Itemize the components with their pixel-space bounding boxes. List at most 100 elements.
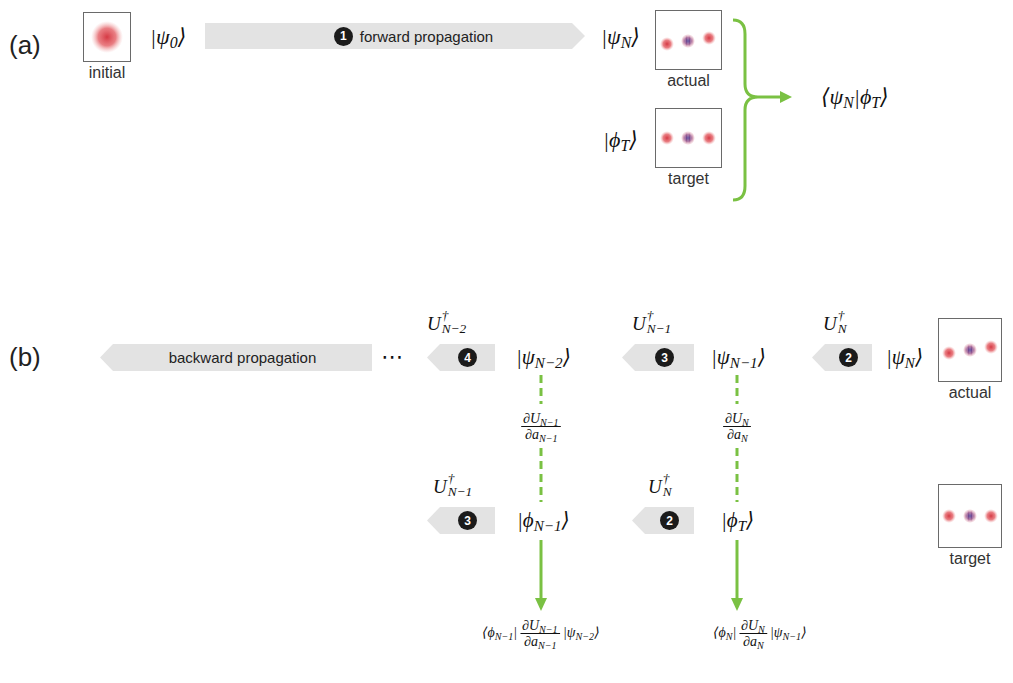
band-text: backward propagation xyxy=(169,349,317,366)
arrow-band-fill xyxy=(100,344,372,371)
formula-part: ∂UN xyxy=(741,618,765,634)
band-content: 1 forward propagation xyxy=(205,23,585,49)
subscript: N−1 xyxy=(540,417,559,428)
subscript: N−2 xyxy=(535,355,563,371)
band-content: 3 xyxy=(622,344,694,371)
green-bracket xyxy=(733,20,758,200)
band-content: 3 xyxy=(427,507,495,534)
script-stack: †N xyxy=(838,309,847,336)
subscript: T xyxy=(738,518,746,534)
wavepacket-actual-b xyxy=(942,340,998,360)
subscript: N−1 xyxy=(448,485,473,498)
step-number: 1 xyxy=(334,27,353,46)
panel-caption: target xyxy=(950,550,991,568)
script-stack: †N−1 xyxy=(448,472,473,499)
arrow-band: backward propagation xyxy=(100,344,372,371)
arrow-band-fill xyxy=(427,344,495,371)
subscript: N xyxy=(741,433,748,444)
subscript: N−1 xyxy=(647,322,672,335)
subscript: N xyxy=(742,417,749,428)
arrow-band-fill xyxy=(812,344,872,371)
ket: |ϕT⟩ xyxy=(721,508,754,532)
ket: |ψN⟩ xyxy=(601,24,640,49)
panel-label: (a) xyxy=(9,31,41,61)
formula-part: ⟨ϕN−1| xyxy=(482,625,517,641)
operator-label: U†N−1 xyxy=(433,472,472,499)
band-content: 4 xyxy=(427,344,495,371)
subscript: N xyxy=(758,624,765,635)
arrow-band: 2 xyxy=(812,344,872,371)
image-panel: target xyxy=(938,484,1002,548)
formula-part: |ψN−1⟩ xyxy=(770,625,807,641)
inner-product: ⟨ψN|ϕT⟩ xyxy=(821,84,889,109)
arrow-band-fill xyxy=(205,23,585,49)
dagger: † xyxy=(442,309,467,322)
arrow-band: 1 forward propagation xyxy=(205,23,585,49)
operator-label: U†N−2 xyxy=(427,309,466,336)
formula-part: ∂UN−1 xyxy=(523,411,559,427)
green-dashed-lines xyxy=(541,375,737,502)
dagger: † xyxy=(647,309,672,322)
subscript: N−1 xyxy=(539,433,558,444)
subscript: N−1 xyxy=(539,624,558,635)
formula-part: ∂UN−1 xyxy=(522,618,558,634)
operator-label: U†N xyxy=(648,472,672,499)
subscript: N−2 xyxy=(576,631,595,642)
wavepacket-target-b xyxy=(942,509,998,523)
subscript: N−2 xyxy=(442,322,467,335)
band-content: 2 xyxy=(812,344,872,371)
subscript: N−1 xyxy=(495,631,514,642)
formula-part: ∂aN−1 xyxy=(524,634,556,650)
wavepacket xyxy=(91,21,123,53)
subscript: N−1 xyxy=(783,631,802,642)
subscript: N xyxy=(843,94,854,111)
script-stack: †N−2 xyxy=(442,309,467,336)
band-text: forward propagation xyxy=(360,28,493,45)
step-number: 3 xyxy=(458,511,477,530)
arrow-band: 4 xyxy=(427,344,495,371)
band-content: 2 xyxy=(632,507,694,534)
ket: |ψ0⟩ xyxy=(150,24,186,49)
subscript: N−1 xyxy=(730,355,758,371)
formula-part: ∂UN xyxy=(725,411,749,427)
subscript: N xyxy=(905,355,915,371)
dagger: † xyxy=(838,309,847,322)
subscript: N xyxy=(621,34,632,51)
formula-part: ∂aN xyxy=(743,634,764,650)
ket: |ϕN−1⟩ xyxy=(517,508,570,532)
arrow-band: 3 xyxy=(622,344,694,371)
ket: |ψN−1⟩ xyxy=(711,345,766,369)
panel-caption: target xyxy=(668,170,709,188)
green-down-arrows xyxy=(535,540,743,611)
ket: |ψN−2⟩ xyxy=(516,345,571,369)
formula-part: ⟨ϕN| xyxy=(713,625,736,641)
image-panel: actual xyxy=(938,318,1002,382)
subscript: N xyxy=(663,485,672,498)
image-panel: initial xyxy=(83,12,131,62)
script-stack: †N−1 xyxy=(647,309,672,336)
panel-label: (b) xyxy=(9,343,41,373)
subscript: N xyxy=(838,322,847,335)
panel-caption: actual xyxy=(667,72,710,90)
subscript: N−1 xyxy=(534,518,562,534)
subscript: N−1 xyxy=(538,640,557,651)
arrow-band-fill xyxy=(622,344,694,371)
dagger: † xyxy=(448,472,473,485)
green-arrow xyxy=(758,96,782,99)
image-panel: target xyxy=(655,108,722,168)
wavepacket-target-a xyxy=(660,131,716,145)
subscript: N xyxy=(757,640,764,651)
ket: |ϕT⟩ xyxy=(603,127,638,152)
step-number: 2 xyxy=(839,348,858,367)
arrow-band: 2 xyxy=(632,507,694,534)
panel-caption: actual xyxy=(949,384,992,402)
formula-part: |ψN−2⟩ xyxy=(563,625,600,641)
step-number: 3 xyxy=(655,348,674,367)
step-number: 4 xyxy=(458,348,477,367)
subscript: 0 xyxy=(170,34,178,51)
arrow-band-fill xyxy=(632,507,694,534)
subscript: N xyxy=(726,631,733,642)
step-number: 2 xyxy=(660,511,679,530)
ket: |ψN⟩ xyxy=(886,345,923,369)
